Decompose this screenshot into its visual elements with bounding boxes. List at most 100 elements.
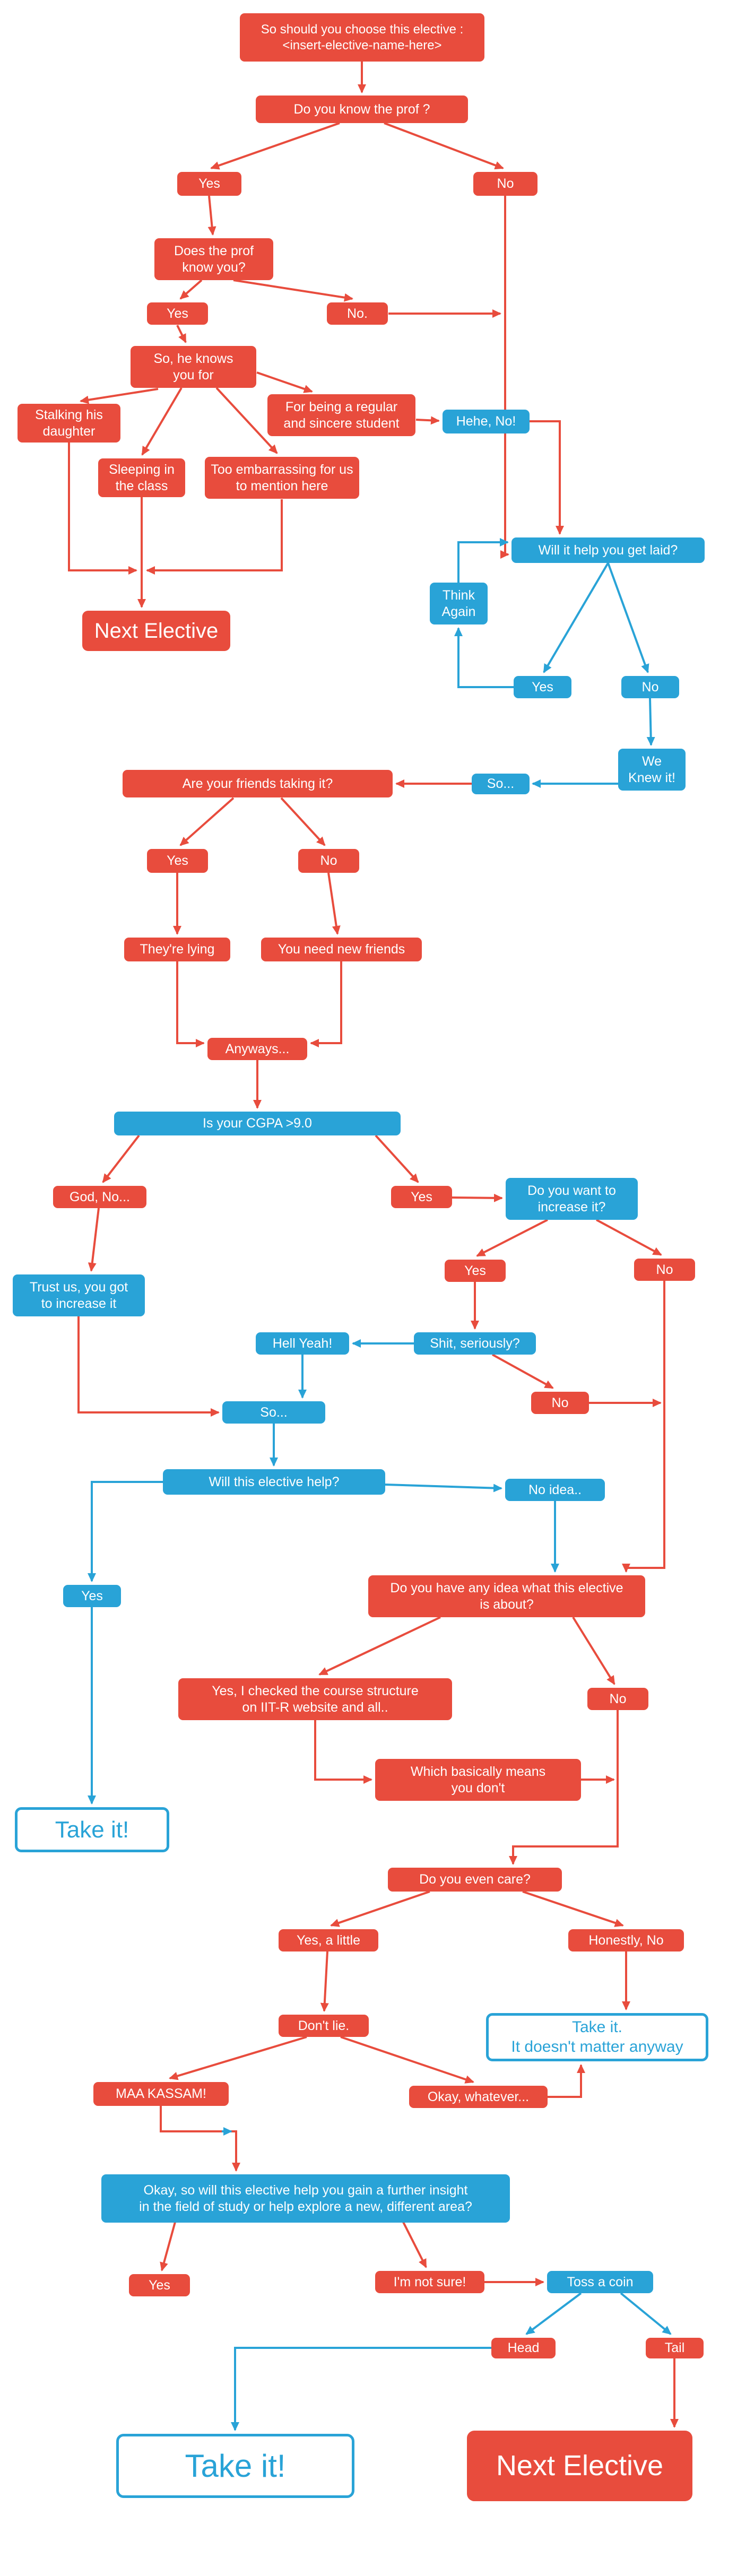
flow-connector bbox=[318, 1616, 441, 1676]
node-further-insight: Okay, so will this elective help you gai… bbox=[101, 2174, 510, 2223]
flow-connector bbox=[548, 2064, 585, 2098]
flow-connector bbox=[500, 196, 509, 559]
flow-connector bbox=[572, 1616, 615, 1685]
node-know-prof: Do you know the prof ? bbox=[256, 96, 468, 123]
flow-connector bbox=[330, 1890, 430, 1927]
node-no-increase: No bbox=[634, 1259, 695, 1281]
node-cgpa: Is your CGPA >9.0 bbox=[114, 1112, 401, 1135]
node-think-again: Think Again bbox=[430, 583, 488, 625]
node-okay-whatever: Okay, whatever... bbox=[409, 2086, 548, 2108]
flow-connector bbox=[530, 420, 564, 535]
node-yes-insight: Yes bbox=[129, 2274, 190, 2296]
flow-connector bbox=[310, 961, 342, 1047]
node-yes-know-prof: Yes bbox=[177, 172, 241, 196]
flow-connector bbox=[454, 627, 514, 688]
flow-connector bbox=[607, 562, 649, 673]
node-next-elective-bottom: Next Elective bbox=[467, 2431, 692, 2501]
node-yes-prof-knows: Yes bbox=[147, 302, 208, 325]
flow-connector bbox=[80, 388, 159, 404]
flow-connector bbox=[476, 1219, 548, 1257]
node-any-idea-about: Do you have any idea what this elective … bbox=[368, 1575, 645, 1617]
flow-connector bbox=[233, 279, 353, 302]
node-trust-us: Trust us, you got to increase it bbox=[13, 1274, 145, 1316]
flow-connector bbox=[402, 2222, 427, 2268]
flow-connector bbox=[176, 961, 205, 1047]
flow-connector bbox=[314, 1720, 372, 1784]
flow-connector bbox=[160, 2222, 176, 2271]
node-take-it-doesnt-matter: Take it. It doesn't matter anyway bbox=[486, 2013, 708, 2061]
node-prof-know-you: Does the prof know you? bbox=[154, 238, 273, 280]
node-yes-friends: Yes bbox=[147, 849, 208, 873]
node-no-idea: No idea.. bbox=[505, 1479, 605, 1501]
flow-connector bbox=[622, 1281, 665, 1573]
node-maa-kassam: MAA KASSAM! bbox=[93, 2082, 229, 2106]
node-elective-help: Will this elective help? bbox=[163, 1469, 385, 1495]
node-knows-you-for: So, he knows you for bbox=[131, 346, 256, 388]
flow-connector bbox=[215, 387, 278, 454]
flow-connector bbox=[77, 1316, 220, 1417]
node-basically-dont: Which basically means you don't bbox=[375, 1759, 581, 1801]
node-friends-taking: Are your friends taking it? bbox=[123, 770, 393, 797]
flow-connector bbox=[509, 1710, 619, 1865]
flow-connector bbox=[525, 2292, 582, 2335]
node-too-embarrassing: Too embarrassing for us to mention here bbox=[205, 457, 359, 499]
flow-connector bbox=[543, 562, 609, 673]
node-head: Head bbox=[491, 2338, 556, 2358]
node-take-it-bottom: Take it! bbox=[116, 2434, 354, 2498]
node-no-know-prof: No bbox=[473, 172, 537, 196]
flow-connector bbox=[620, 2292, 672, 2335]
flow-connector bbox=[522, 1890, 624, 1927]
node-checked-structure: Yes, I checked the course structure on I… bbox=[178, 1678, 452, 1720]
flow-connector bbox=[231, 2347, 491, 2431]
node-hehe-no: Hehe, No! bbox=[443, 410, 530, 433]
flow-connector bbox=[320, 1951, 329, 2012]
node-so-2: So... bbox=[222, 1401, 325, 1424]
flow-connector bbox=[160, 2106, 240, 2172]
node-im-not-sure: I'm not sure! bbox=[375, 2271, 484, 2293]
node-no-get-laid: No bbox=[621, 676, 679, 698]
node-next-elective-top: Next Elective bbox=[82, 611, 230, 651]
flow-connector bbox=[327, 872, 341, 935]
flow-connector bbox=[340, 2036, 474, 2084]
flow-connector bbox=[88, 1208, 100, 1272]
flow-connector bbox=[385, 1484, 502, 1493]
flow-connector bbox=[88, 1481, 163, 1582]
flow-connector bbox=[492, 1354, 554, 1389]
flow-connector bbox=[102, 1134, 140, 1183]
flow-connector bbox=[169, 2036, 307, 2080]
flow-connector bbox=[596, 1219, 662, 1256]
node-hell-yeah: Hell Yeah! bbox=[256, 1332, 349, 1355]
flow-connector bbox=[179, 797, 235, 846]
node-sleeping-in-class: Sleeping in the class bbox=[98, 458, 185, 497]
node-no-friends: No bbox=[298, 849, 359, 873]
node-yes-a-little: Yes, a little bbox=[279, 1929, 378, 1951]
node-no-any-idea: No bbox=[587, 1688, 648, 1710]
node-tail: Tail bbox=[646, 2338, 704, 2358]
node-stalking-daughter: Stalking his daughter bbox=[18, 404, 120, 443]
flow-connector bbox=[457, 538, 509, 583]
node-get-laid: Will it help you get laid? bbox=[511, 537, 705, 563]
flow-connector bbox=[146, 499, 283, 575]
node-dont-lie: Don't lie. bbox=[279, 2015, 369, 2037]
node-no-seriously: No bbox=[531, 1392, 589, 1414]
node-want-increase: Do you want to increase it? bbox=[506, 1178, 638, 1220]
node-regular-sincere: For being a regular and sincere student bbox=[267, 394, 415, 436]
node-toss-a-coin: Toss a coin bbox=[547, 2271, 653, 2293]
node-even-care: Do you even care? bbox=[388, 1868, 562, 1892]
node-no-prof-knows: No. bbox=[327, 302, 388, 325]
flow-connector bbox=[179, 279, 203, 300]
node-yes-increase: Yes bbox=[445, 1260, 506, 1282]
node-yes-cgpa: Yes bbox=[391, 1186, 452, 1208]
node-shit-seriously: Shit, seriously? bbox=[414, 1332, 536, 1355]
node-honestly-no: Honestly, No bbox=[568, 1929, 684, 1951]
flow-connector bbox=[375, 1134, 419, 1183]
flow-connector bbox=[141, 387, 183, 456]
node-anyways: Anyways... bbox=[207, 1038, 307, 1060]
flow-connector bbox=[384, 122, 504, 170]
node-need-new-friends: You need new friends bbox=[261, 938, 422, 961]
node-yes-get-laid: Yes bbox=[514, 676, 571, 698]
flow-connector bbox=[207, 195, 216, 236]
node-take-it-left: Take it! bbox=[15, 1807, 169, 1852]
